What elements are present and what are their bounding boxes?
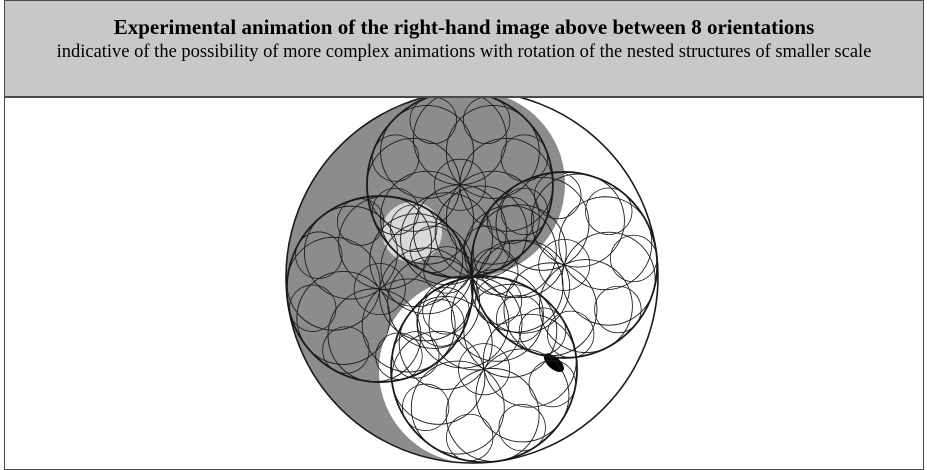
nested-circle-rosette	[5, 98, 923, 465]
small-circle	[610, 235, 657, 281]
animation-figure	[5, 98, 923, 465]
figure-panel: Experimental animation of the right-hand…	[4, 0, 924, 470]
caption-title: Experimental animation of the right-hand…	[5, 15, 923, 40]
small-circle	[586, 188, 633, 235]
small-circle	[595, 286, 642, 333]
medium-circle	[559, 197, 652, 290]
caption-subtitle: indicative of the possibility of more co…	[5, 40, 923, 65]
figure-caption: Experimental animation of the right-hand…	[5, 1, 923, 98]
